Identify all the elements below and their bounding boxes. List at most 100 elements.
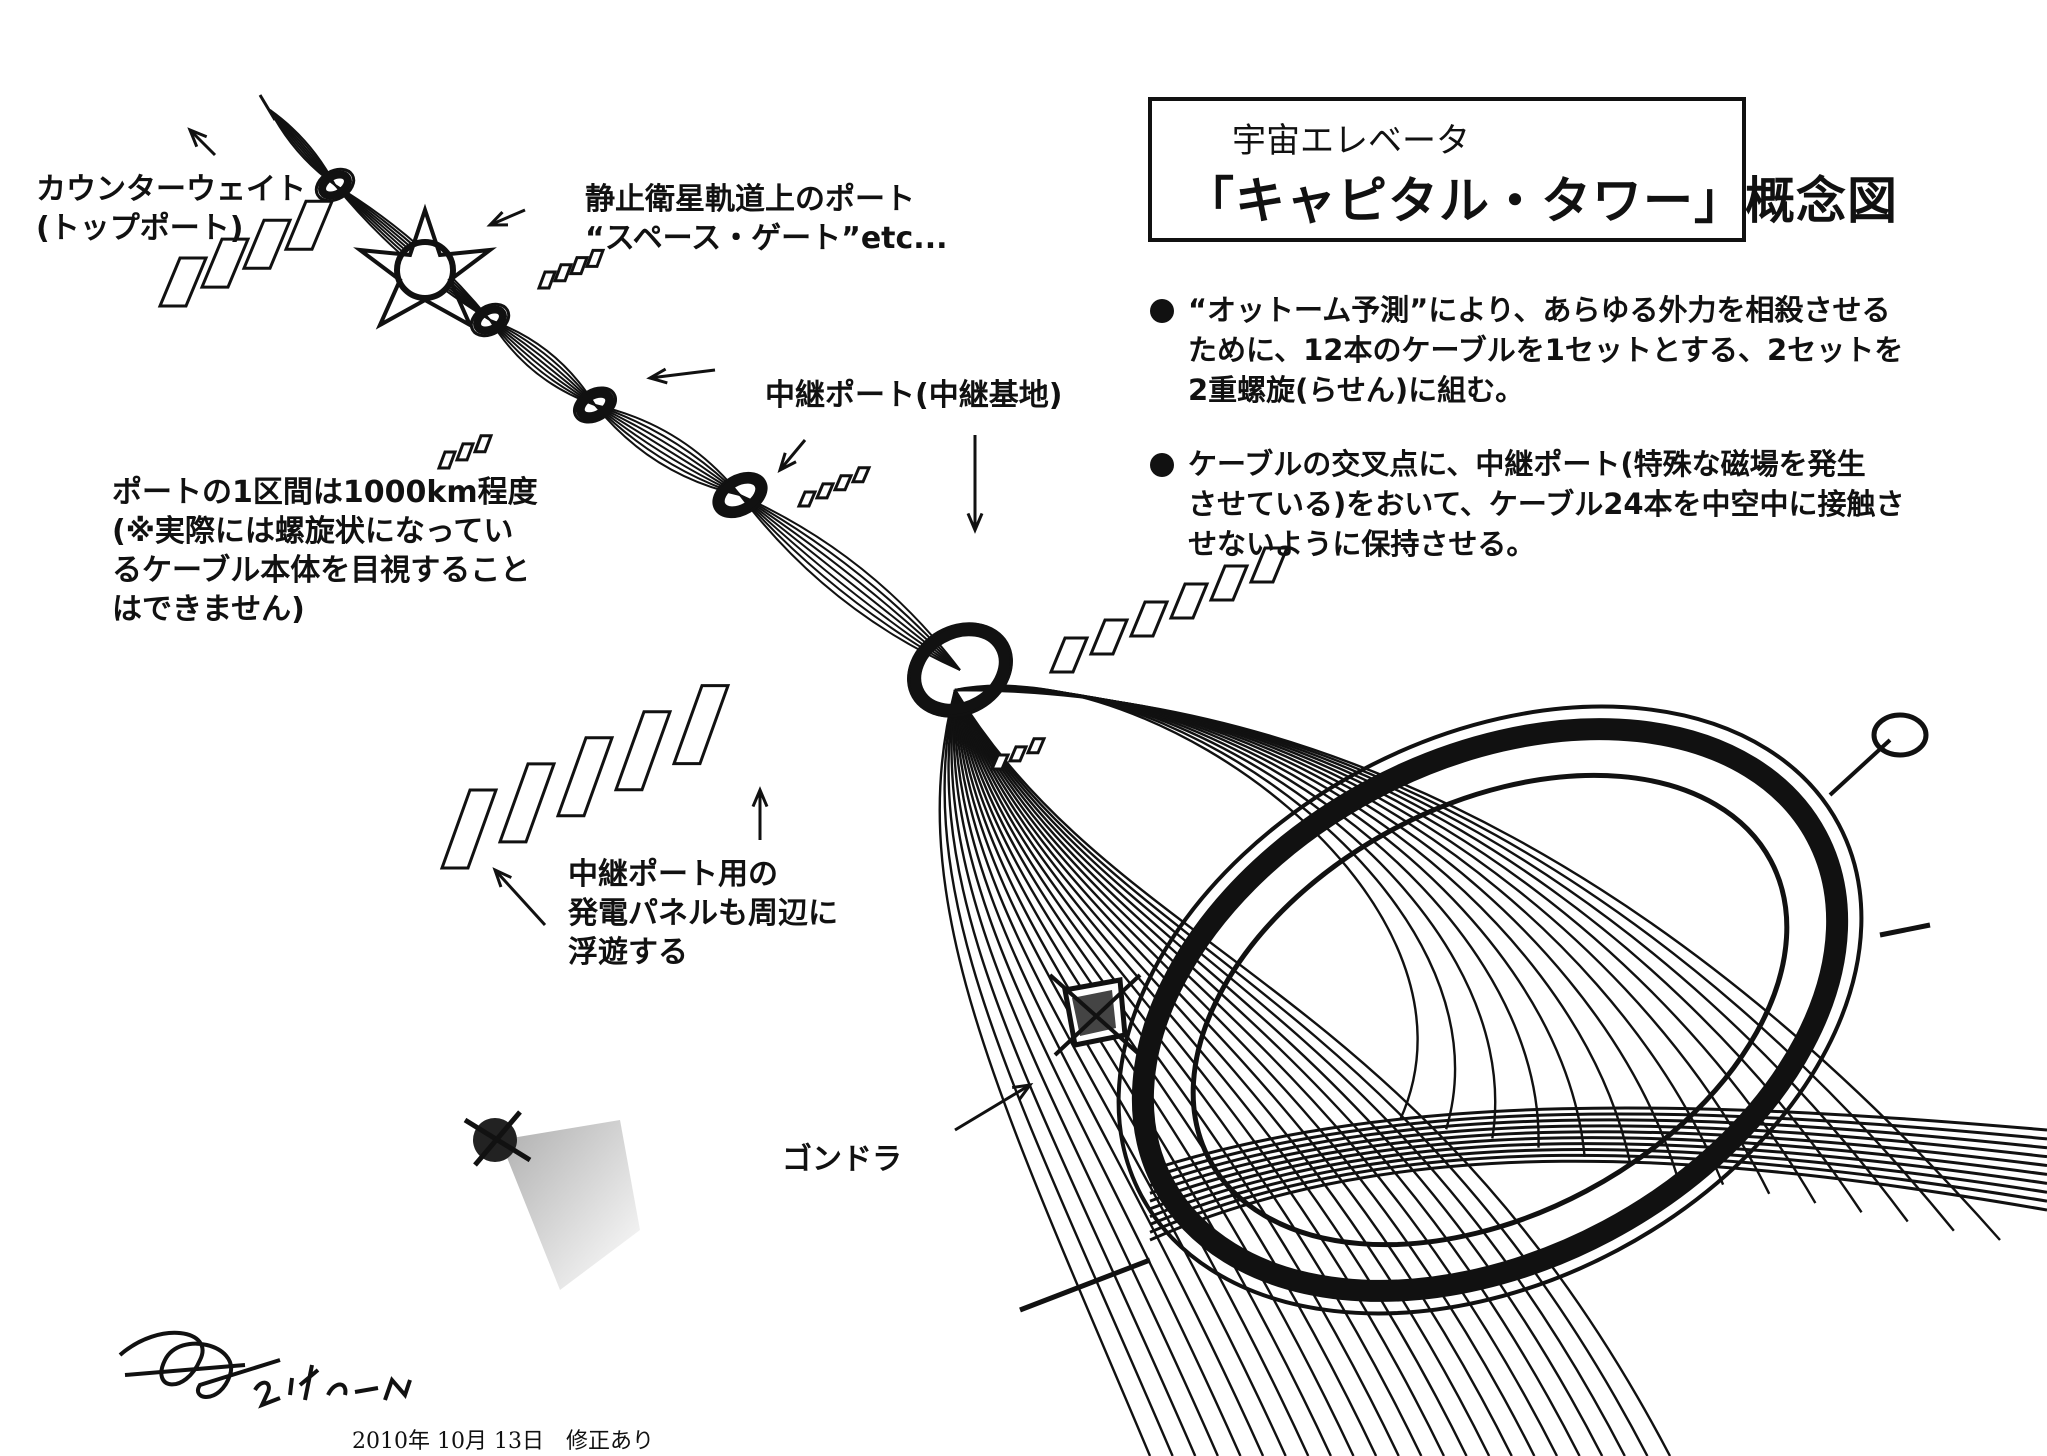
cable-strand	[594, 404, 741, 496]
power-panel	[796, 490, 818, 508]
power-panel	[568, 256, 590, 276]
relay-port-ring	[318, 170, 352, 200]
pointer-arrow-head	[492, 867, 512, 888]
pointer-arrow	[493, 868, 547, 927]
power-panel	[436, 450, 458, 470]
bullet-icon	[1150, 453, 1174, 477]
cable-strand	[1149, 1147, 2047, 1226]
relay-port-rings	[314, 167, 1013, 718]
power-panel	[283, 199, 335, 251]
power-panel	[552, 263, 574, 283]
relay-port-ring	[573, 386, 617, 424]
cable-strand	[1149, 1142, 2047, 1219]
title-main: 「キャピタル・タワー」概念図	[1184, 172, 1898, 230]
pointer-arrow-head	[751, 786, 769, 808]
power-panel	[1025, 737, 1047, 755]
pointer-arrow	[954, 1083, 1031, 1132]
cable-strand	[953, 689, 1604, 1456]
power-panel	[989, 753, 1011, 771]
pointer-arrow	[489, 208, 526, 227]
pointer-arrow-head	[646, 367, 668, 385]
power-panel	[199, 237, 251, 289]
label-gondola: ゴンドラ	[782, 1142, 902, 1177]
cable-strand	[954, 688, 2001, 1241]
notes-list: “オットーム予測”により、あらゆる外力を相殺させる ために、12本のケーブルを1…	[1150, 290, 2030, 598]
pointer-arrow-head	[777, 452, 797, 473]
cable-strand	[1149, 1136, 2047, 1211]
cable-strand	[1149, 1118, 2047, 1187]
power-panel	[1007, 745, 1029, 763]
pointer-arrow-head	[187, 127, 208, 148]
counterweight-icon	[258, 94, 497, 330]
cable-strand	[1149, 1124, 2047, 1195]
note-text: “オットーム予測”により、あらゆる外力を相殺させる ために、12本のケーブルを1…	[1188, 293, 1904, 407]
cable-strand	[1149, 1153, 2047, 1234]
signature	[118, 1330, 412, 1409]
relay-port-ring	[575, 388, 615, 422]
power-panel	[1128, 600, 1170, 638]
cable-strand	[953, 689, 1265, 1456]
pointer-arrow	[778, 439, 807, 471]
cable-strand	[953, 689, 1672, 1456]
power-panel	[1048, 636, 1090, 674]
note-item: ケーブルの交叉点に、中継ポート(特殊な磁場を発生 させている)をおいて、ケーブル…	[1150, 444, 2030, 564]
cable-strand	[952, 689, 1242, 1456]
label-counterweight: カウンターウェイト (トップポート)	[36, 172, 306, 246]
power-panel	[1248, 546, 1290, 584]
cable-strand	[1149, 1106, 2047, 1172]
pointer-arrow-head	[486, 210, 509, 227]
cable-strand	[943, 689, 1174, 1456]
spacecraft-icon	[463, 1110, 640, 1290]
relay-port-ring	[714, 473, 766, 517]
power-panel	[536, 270, 558, 290]
pointer-arrow	[649, 368, 716, 380]
power-panel	[472, 434, 494, 454]
cable-strand	[1149, 1130, 2047, 1203]
cable-strand	[938, 689, 1152, 1456]
power-panel	[832, 474, 854, 492]
power-panel	[671, 684, 731, 766]
note-item: “オットーム予測”により、あらゆる外力を相殺させる ために、12本のケーブルを1…	[1150, 290, 2030, 410]
revision-date-note: 2010年 10月 13日 修正あり	[352, 1429, 654, 1454]
cable-strand	[947, 689, 1197, 1456]
power-panel	[584, 248, 606, 268]
power-panel	[454, 442, 476, 462]
pointer-arrow	[188, 128, 217, 157]
base-station-ring	[1019, 704, 1931, 1316]
note-text: ケーブルの交叉点に、中継ポート(特殊な磁場を発生 させている)をおいて、ケーブル…	[1188, 447, 1905, 561]
cable-strand	[489, 319, 596, 406]
cable-strand	[953, 689, 1581, 1456]
power-panel	[850, 466, 872, 484]
bullet-icon	[1150, 299, 1174, 323]
power-panels	[157, 199, 1290, 870]
power-panel	[439, 788, 499, 870]
relay-port-ring	[314, 167, 356, 203]
title-subtitle: 宇宙エレベータ	[1232, 121, 1470, 161]
pointer-arrows	[187, 127, 1034, 1132]
title-box: 宇宙エレベータ 「キャピタル・タワー」概念図	[1148, 97, 1897, 242]
cable-strand	[953, 689, 1287, 1456]
relay-port-ring	[473, 305, 507, 335]
power-panel	[613, 710, 673, 792]
pointer-arrow-head	[966, 512, 984, 534]
relay-port-ring	[469, 302, 511, 338]
power-panel	[555, 736, 615, 818]
cable-strand	[953, 689, 1649, 1456]
relay-port-ring	[712, 471, 768, 519]
cable-strand	[1149, 1112, 2047, 1180]
power-panel	[1168, 582, 1210, 620]
power-panel	[1088, 618, 1130, 656]
cable-strand	[594, 404, 741, 496]
cable-strand	[953, 689, 1491, 1456]
gondola-icon	[1048, 973, 1142, 1057]
label-section-length: ポートの1区間は1000km程度 (※実際には螺旋状になってい るケーブル本体を…	[112, 475, 538, 627]
power-panel	[497, 762, 557, 844]
power-panel	[241, 218, 293, 270]
power-panel	[1208, 564, 1250, 602]
label-power-panels: 中継ポート用の 発電パネルも周辺に 浮遊する	[568, 857, 838, 970]
label-relay-port: 中継ポート(中継基地)	[765, 378, 1063, 413]
pointer-arrow-head	[1011, 1083, 1034, 1101]
label-geo-port: 静止衛星軌道上のポート “スペース・ゲート”etc...	[585, 182, 948, 256]
cable-strand	[1149, 1159, 2047, 1242]
